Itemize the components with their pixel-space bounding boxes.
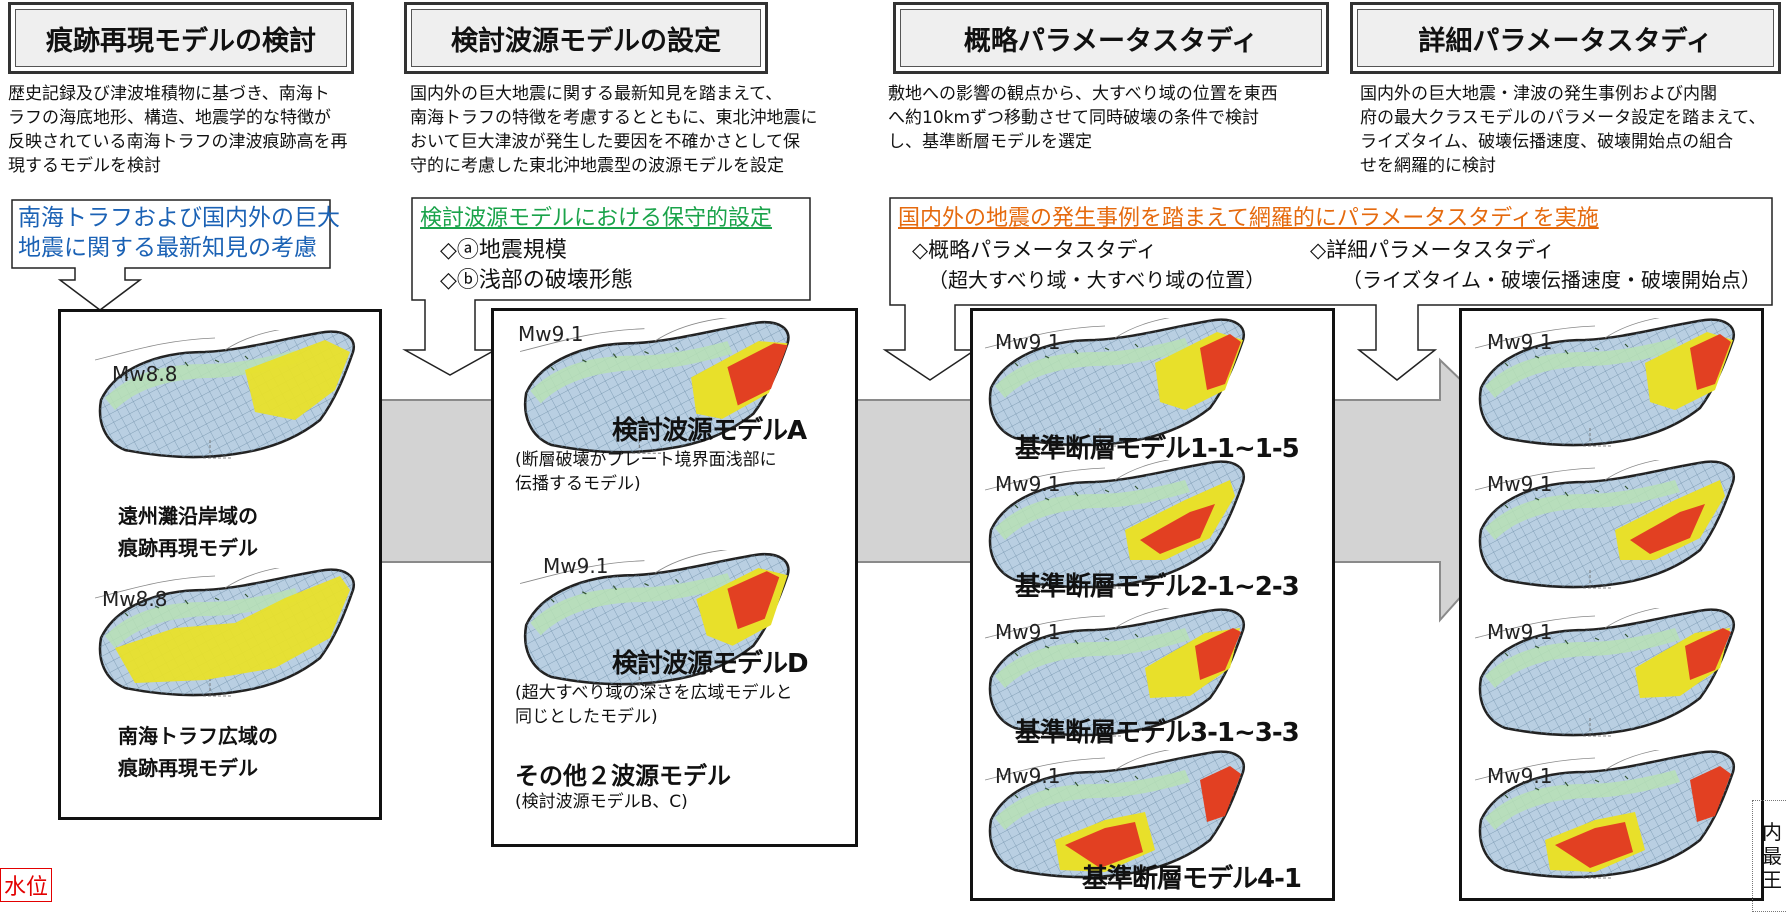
model-note-a: (断層破壊がプレート境界面浅部に 伝播するモデル) [515, 450, 777, 494]
callout-3-title: 国内外の地震の発生事例を踏まえて網羅的にパラメータスタディを実施 [898, 206, 1599, 231]
mw-label: Mw8.8 [112, 362, 178, 386]
map-base-fault-4 [985, 750, 1246, 880]
description-2: 国内外の巨大地震に関する最新知見を踏まえて、 南海トラフの特徴を考慮するとともに… [410, 84, 818, 176]
callout-3-right-title: ◇詳細パラメータスタディ [1310, 238, 1556, 262]
mw-label: Mw9.1 [543, 554, 609, 578]
model-title-d: 検討波源モデルD [612, 649, 809, 679]
trace-model-label-enshu: 遠州灘沿岸域の 痕跡再現モデル [118, 504, 258, 560]
base-fault-title-3: 基準断層モデル3-1~3-3 [1015, 718, 1300, 748]
map-detail-1 [1475, 318, 1736, 448]
header-label: 検討波源モデルの設定 [411, 9, 761, 67]
callout-2-item-b: ◇ⓑ浅部の破壊形態 [440, 268, 633, 293]
mw-label: Mw8.8 [102, 587, 168, 611]
mw-label: Mw9.1 [1487, 472, 1553, 496]
map-wave-source-d [520, 550, 790, 687]
map-detail-2 [1475, 460, 1736, 590]
callout-2-item-a: ◇ⓐ地震規模 [440, 238, 567, 263]
base-fault-title-1: 基準断層モデル1-1~1-5 [1015, 434, 1300, 464]
header-wave-source: 検討波源モデルの設定 [404, 2, 768, 74]
mw-label: Mw9.1 [995, 472, 1061, 496]
map-base-fault-3 [985, 608, 1246, 738]
base-fault-title-4: 基準断層モデル4-1 [1082, 864, 1302, 894]
other-models-title: その他２波源モデル [515, 762, 731, 790]
header-detail-study: 詳細パラメータスタディ [1350, 2, 1781, 74]
callout-3-left-title: ◇概略パラメータスタディ [912, 238, 1158, 262]
header-label: 痕跡再現モデルの検討 [15, 9, 347, 67]
description-4: 国内外の巨大地震・津波の発生事例および内閣 府の最大クラスモデルのパラメータ設定… [1360, 84, 1766, 176]
map-detail-4 [1475, 750, 1736, 880]
map-base-fault-2 [985, 460, 1246, 590]
header-trace-model: 痕跡再現モデルの検討 [8, 2, 354, 74]
mw-label: Mw9.1 [518, 322, 584, 346]
callout-1-text: 南海トラフおよび国内外の巨大 地震に関する最新知見の考慮 [18, 205, 340, 261]
callout-3-left-sub: （超大すべり域・大すべり域の位置） [928, 268, 1266, 292]
mw-label: Mw9.1 [1487, 620, 1553, 644]
callout-2-title: 検討波源モデルにおける保守的設定 [420, 206, 773, 231]
description-1: 歴史記録及び津波堆積物に基づき、南海ト ラフの海底地形、構造、地震学的な特徴が … [8, 84, 348, 176]
mw-label: Mw9.1 [1487, 330, 1553, 354]
map-wave-source-a [520, 318, 790, 455]
map-base-fault-1 [985, 318, 1246, 448]
map-nankai-wide-trace [95, 568, 356, 698]
mw-label: Mw9.1 [995, 764, 1061, 788]
mw-label: Mw9.1 [995, 330, 1061, 354]
right-edge-text: 内 最 王 [1762, 820, 1782, 892]
header-label: 詳細パラメータスタディ [1357, 9, 1774, 67]
base-fault-title-2: 基準断層モデル2-1~2-3 [1015, 572, 1300, 602]
map-enshu-trace [95, 330, 356, 460]
header-rough-study: 概略パラメータスタディ [893, 2, 1329, 74]
trace-model-label-nankai: 南海トラフ広域の 痕跡再現モデル [118, 724, 278, 780]
description-3: 敷地への影響の観点から、大すべり域の位置を東西 へ約10kmずつ移動させて同時破… [888, 84, 1278, 152]
map-detail-3 [1475, 608, 1736, 738]
header-label: 概略パラメータスタディ [900, 9, 1322, 67]
callout-3-right-sub: （ライズタイム・破壊伝播速度・破壊開始点） [1342, 268, 1761, 292]
other-models-note: (検討波源モデルB、C) [515, 792, 688, 812]
water-level-label: 水位 [0, 868, 53, 902]
mw-label: Mw9.1 [1487, 764, 1553, 788]
model-title-a: 検討波源モデルA [612, 416, 807, 446]
model-note-d: (超大すべり域の深さを広域モデルと 同じとしたモデル) [515, 683, 793, 727]
mw-label: Mw9.1 [995, 620, 1061, 644]
